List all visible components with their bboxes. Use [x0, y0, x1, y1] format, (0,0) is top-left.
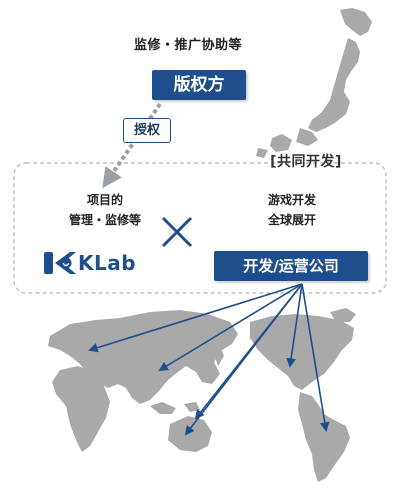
joint-dev-heading: [共同开发]	[270, 154, 342, 170]
game-line-2: 全球展开	[267, 213, 316, 227]
arrow-to-north-america	[286, 283, 303, 368]
project-line-2: 管理・监修等	[68, 213, 141, 227]
ops-company-box: 开发/运营公司	[214, 251, 368, 281]
arrow-to-europe	[88, 283, 303, 353]
rights-holder-box: 版权方	[152, 70, 246, 100]
game-line-1: 游戏开发	[267, 193, 316, 207]
joint-dev-frame	[13, 162, 387, 294]
project-management-label: 项目的 管理・监修等	[34, 190, 176, 230]
cross-icon	[161, 216, 193, 248]
project-line-1: 项目的	[86, 193, 123, 207]
klab-wordmark: KLab	[78, 251, 137, 275]
license-box: 授权	[123, 118, 171, 143]
klab-logo-icon	[44, 252, 76, 274]
license-arrow	[102, 102, 162, 189]
arrow-to-asia	[158, 283, 303, 371]
distribution-arrows	[88, 283, 330, 436]
arrow-to-australia	[184, 283, 303, 436]
supervision-caption: 监修・推广协助等	[133, 38, 242, 53]
arrow-to-south-america	[301, 283, 330, 432]
japan-map	[256, 8, 372, 158]
game-dev-label: 游戏开发 全球展开	[242, 190, 342, 230]
